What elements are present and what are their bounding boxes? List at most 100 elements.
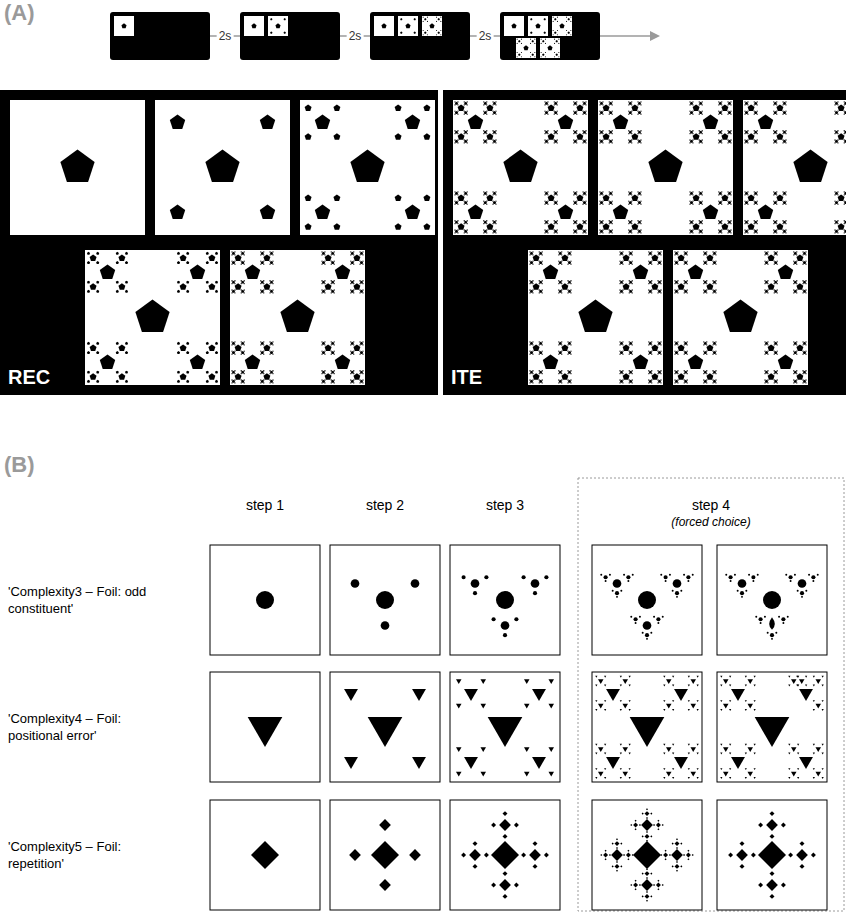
fractal-element	[602, 110, 603, 111]
fractal-element	[834, 104, 835, 105]
fractal-element	[651, 263, 652, 264]
fractal-element	[599, 130, 600, 131]
fractal-element	[628, 220, 629, 221]
fractal-element	[764, 260, 765, 261]
fractal-element	[186, 380, 189, 383]
fractal-element	[620, 371, 623, 374]
fractal-element	[573, 110, 574, 111]
fractal-element	[529, 350, 530, 351]
fractal-element	[773, 113, 774, 114]
fractal-element	[556, 139, 557, 140]
fractal-element	[350, 341, 351, 342]
fractal-element	[405, 204, 420, 219]
fractal-element	[492, 194, 493, 195]
fractal-element	[547, 232, 548, 233]
fractal-element	[414, 18, 416, 20]
fractal-element	[754, 230, 757, 233]
fractal-element	[782, 101, 783, 102]
fractal-element	[785, 194, 786, 195]
fractal-element	[561, 283, 562, 284]
fractal-element	[629, 102, 632, 105]
fractal-element	[466, 130, 467, 131]
fractal-element	[231, 382, 232, 383]
fractal-element	[241, 382, 242, 383]
fractal-element	[837, 133, 838, 134]
fractal-element	[628, 104, 629, 105]
fractal-element	[619, 251, 620, 252]
fractal-element	[231, 379, 232, 380]
fractal-element	[260, 373, 261, 374]
fractal-element	[692, 232, 693, 233]
fractal-element	[684, 261, 687, 264]
fractal-element	[333, 283, 334, 284]
fractal-element	[718, 194, 719, 195]
fractal-element	[556, 142, 557, 143]
fractal-element	[802, 263, 803, 264]
fractal-element	[331, 342, 334, 345]
fractal-element	[776, 203, 777, 204]
fractal-element	[754, 102, 757, 105]
fractal-element	[559, 351, 562, 354]
fractal-element	[539, 382, 540, 383]
fractal-element	[215, 371, 218, 374]
fractal-element	[235, 373, 242, 380]
fractal-element	[353, 254, 354, 255]
fractal-element	[631, 251, 632, 252]
fractal-element	[269, 283, 270, 284]
fractal-element	[541, 251, 542, 252]
fractal-element	[638, 102, 641, 105]
fractal-element	[215, 380, 218, 383]
fractal-element	[728, 221, 731, 224]
fractal-element	[704, 281, 707, 284]
fractal-element	[243, 341, 244, 342]
fractal-element	[269, 251, 270, 252]
fractal-element	[261, 252, 264, 255]
fractal-element	[785, 191, 786, 192]
fractal-element	[331, 289, 332, 290]
fractal-element	[466, 223, 467, 224]
fractal-element	[544, 101, 545, 102]
fractal-element	[570, 34, 571, 35]
fractal-element	[353, 292, 354, 293]
fractal-element	[657, 382, 658, 383]
fractal-element	[844, 140, 846, 143]
fractal-element	[570, 254, 571, 255]
fractal-element	[423, 194, 430, 201]
fractal-element	[609, 220, 610, 221]
fractal-element	[457, 110, 458, 111]
fractal-element	[492, 229, 493, 230]
fractal-element	[689, 203, 690, 204]
fractal-element	[241, 283, 242, 284]
fractal-element	[690, 221, 693, 224]
fractal-element	[576, 104, 577, 105]
fractal-element	[206, 342, 209, 345]
fractal-element	[837, 104, 838, 105]
fractal-element	[90, 254, 97, 261]
fractal-element	[557, 21, 558, 22]
fractal-element	[690, 102, 693, 105]
fractal-element	[651, 254, 658, 261]
fractal-element	[631, 133, 632, 134]
fractal-element	[570, 382, 571, 383]
fractal-element	[483, 104, 484, 105]
fractal-element	[121, 23, 126, 28]
fractal-element	[657, 283, 658, 284]
fractal-element	[651, 260, 652, 261]
fractal-element	[362, 260, 363, 261]
fractal-element	[116, 351, 119, 354]
fractal-element	[609, 229, 610, 230]
fractal-element	[260, 283, 261, 284]
fractal-element	[585, 101, 586, 102]
fractal-element	[623, 254, 630, 261]
fractal-element	[602, 104, 603, 105]
fractal-element	[629, 263, 630, 264]
fractal-element	[660, 382, 661, 383]
fractal-element	[747, 101, 748, 102]
fractal-element	[558, 341, 559, 342]
fractal-element	[466, 203, 467, 204]
fractal-element	[721, 223, 728, 230]
fractal-element	[699, 194, 700, 195]
fractal-element	[558, 370, 559, 371]
fractal-element	[350, 263, 351, 264]
fractal-element	[395, 104, 402, 111]
